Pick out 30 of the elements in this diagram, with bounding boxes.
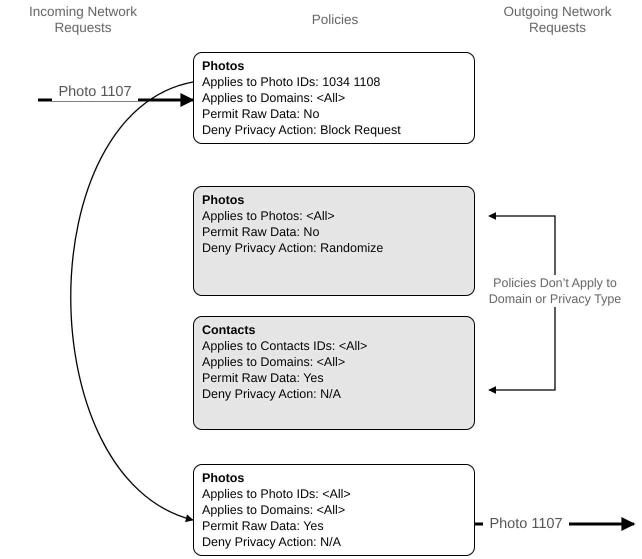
- policy-card: [193, 464, 475, 556]
- card-heading: Photos: [202, 470, 246, 486]
- policy-card: [193, 52, 475, 144]
- column-heading: Outgoing Network Requests: [502, 4, 613, 36]
- policy-rule: Deny Privacy Action: N/A: [202, 386, 342, 402]
- policy-rule: Applies to Photo IDs: <All>: [202, 486, 352, 502]
- policy-rule: Permit Raw Data: Yes: [202, 518, 325, 534]
- policy-rule: Applies to Photos: <All>: [202, 208, 336, 224]
- arrow: [38, 93, 194, 107]
- card-heading: Photos: [202, 58, 246, 74]
- policy-rule: Applies to Contacts IDs: <All>: [202, 338, 368, 354]
- column-heading: Policies: [310, 12, 360, 28]
- policy-rule: Deny Privacy Action: N/A: [202, 534, 342, 550]
- policy-rule: Applies to Domains: <All>: [202, 90, 346, 106]
- policy-rule: Deny Privacy Action: Block Request: [202, 122, 402, 138]
- arrow: [70, 81, 194, 521]
- card-heading: Contacts: [202, 322, 256, 338]
- policy-card: [193, 316, 475, 430]
- policy-rule: Applies to Domains: <All>: [202, 502, 346, 518]
- policy-rule: Applies to Domains: <All>: [202, 354, 346, 370]
- policy-rule: Permit Raw Data: No: [202, 106, 320, 122]
- edge-label: Photo 1107: [52, 84, 138, 101]
- policy-rule: Permit Raw Data: Yes: [202, 370, 325, 386]
- policy-rule: Deny Privacy Action: Randomize: [202, 240, 384, 256]
- policy-rule: Applies to Photo IDs: 1034 1108: [202, 74, 382, 90]
- column-heading: Incoming Network Requests: [28, 4, 138, 36]
- card-heading: Photos: [202, 192, 246, 208]
- policy-rule: Permit Raw Data: No: [202, 224, 320, 240]
- arrow: [488, 212, 556, 394]
- policy-card: [193, 186, 475, 296]
